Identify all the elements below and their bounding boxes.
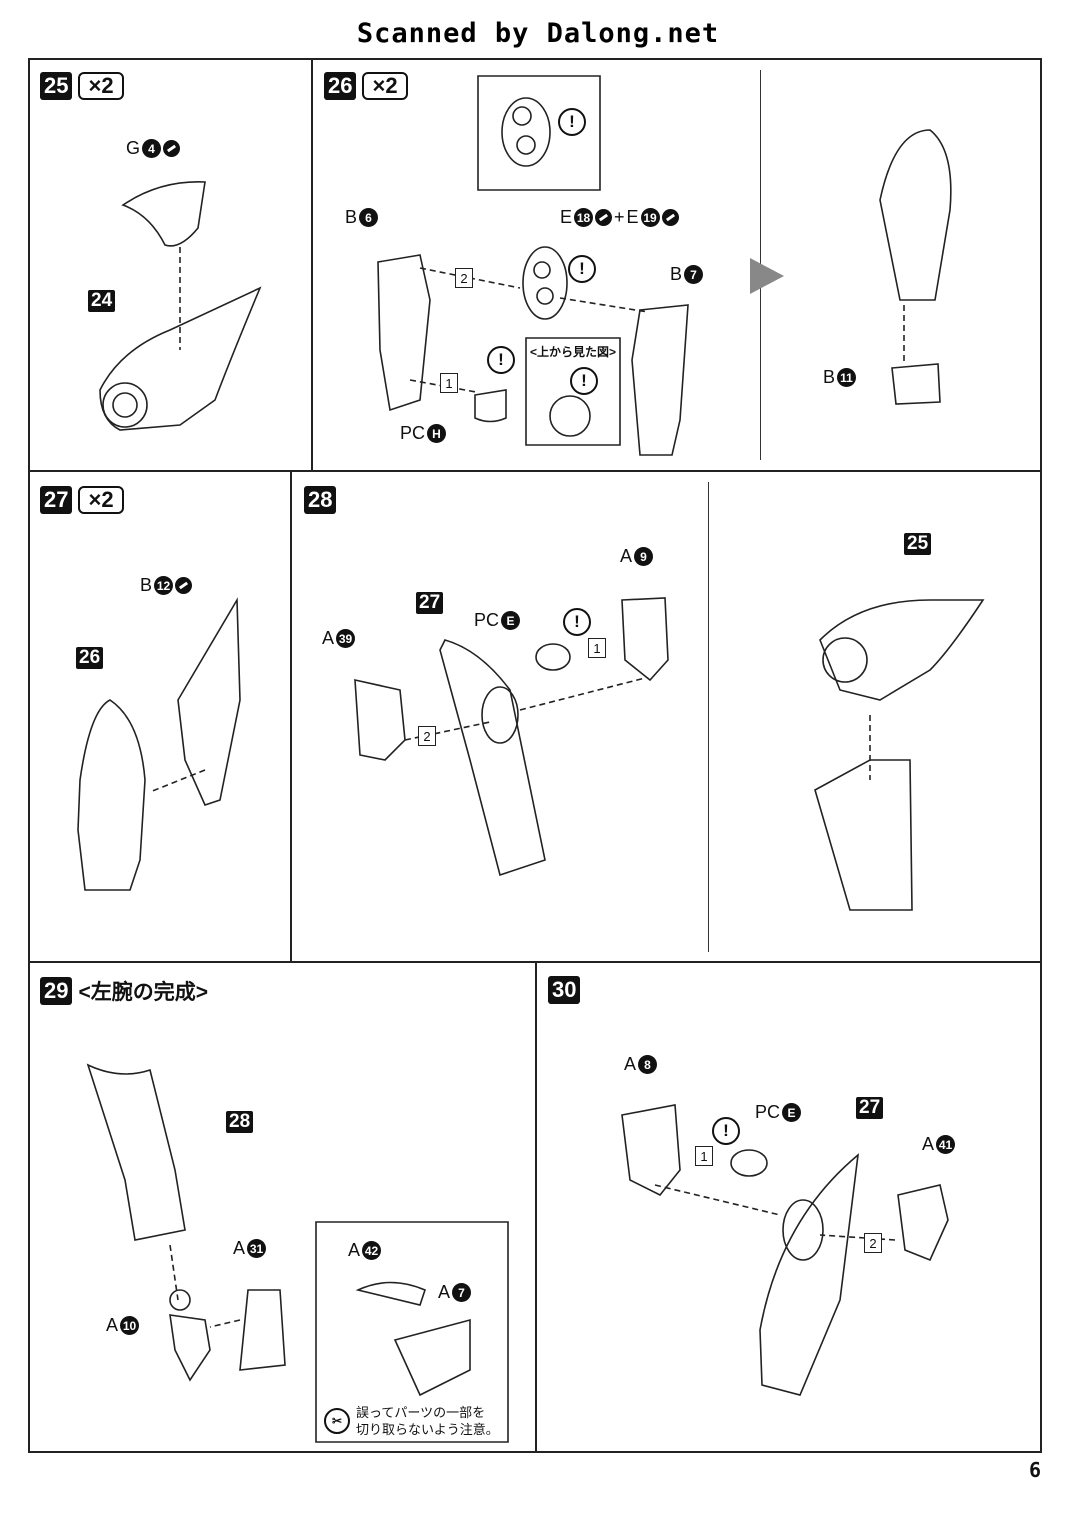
subassembly-24: 24 — [88, 290, 116, 312]
cut-gate-icon — [661, 209, 679, 226]
divider — [290, 470, 292, 963]
subassembly-27: 27 — [856, 1097, 884, 1119]
sequence-2: 2 — [418, 726, 436, 746]
upper-arm-shell-part — [631, 304, 689, 456]
cut-gate-icon — [175, 577, 193, 594]
hand-part-a31 — [239, 1289, 286, 1371]
forearm-part-28 — [439, 639, 546, 877]
quantity-badge: ×2 — [78, 72, 124, 100]
step-26-header: 26 ×2 — [324, 72, 408, 100]
caution-icon: ! — [487, 346, 515, 374]
left-arm-28 — [86, 1063, 186, 1241]
subassembly-26: 26 — [76, 647, 104, 669]
page-number: 6 — [1028, 1458, 1041, 1482]
step-number: 27 — [40, 486, 73, 514]
sequence-1: 1 — [695, 1146, 713, 1166]
caution-icon: ! — [568, 255, 596, 283]
step-title: <左腕の完成> — [78, 981, 209, 1004]
scan-credit: Scanned by Dalong.net — [356, 18, 720, 49]
caution-icon: ! — [563, 608, 591, 636]
subassembly-27: 27 — [416, 592, 444, 614]
sequence-2: 2 — [455, 268, 473, 288]
sequence-2: 2 — [864, 1233, 882, 1253]
step-28-header: 28 — [304, 486, 337, 514]
quantity-badge: ×2 — [362, 72, 408, 100]
sequence-1: 1 — [588, 638, 606, 658]
cut-gate-icon — [595, 209, 613, 226]
shoulder-assembly-25 — [819, 599, 985, 701]
subassembly-28: 28 — [226, 1111, 254, 1133]
divider — [311, 58, 313, 471]
quantity-badge: ×2 — [78, 486, 124, 514]
forearm-part-27 — [759, 1153, 860, 1396]
step-30-header: 30 — [548, 976, 581, 1004]
assembled-upper-arm — [879, 129, 952, 301]
elbow-part-a8 — [621, 1104, 681, 1197]
caution-icon: ! — [570, 367, 598, 395]
step-number: 30 — [548, 976, 581, 1004]
subassembly-25: 25 — [904, 533, 932, 555]
caution-icon: ! — [558, 108, 586, 136]
step-25-header: 25 ×2 — [40, 72, 124, 100]
step-number: 29 — [40, 977, 73, 1005]
shoulder-cap-part — [121, 181, 206, 247]
cut-caution-note: ✂ 誤ってパーツの一部を切り取らないよう注意。 — [324, 1404, 499, 1438]
divider — [535, 961, 537, 1453]
step-number: 25 — [40, 72, 73, 100]
cut-gate-icon — [163, 140, 181, 157]
step-number: 26 — [324, 72, 357, 100]
divider — [708, 482, 709, 952]
step-29-header: 29 <左腕の完成> — [40, 976, 208, 1006]
caution-icon: ✂ — [324, 1408, 350, 1434]
forearm-armor-part — [177, 597, 241, 806]
caution-icon: ! — [712, 1117, 740, 1145]
divider — [28, 470, 1042, 472]
top-view-caption: <上から見た図> — [530, 345, 617, 359]
step-27-header: 27 ×2 — [40, 486, 124, 514]
sequence-1: 1 — [440, 373, 458, 393]
arrow-right-icon — [750, 258, 784, 294]
upper-arm-half-part — [377, 254, 431, 412]
arm-assembly-27 — [77, 699, 146, 891]
step-number: 28 — [304, 486, 337, 514]
